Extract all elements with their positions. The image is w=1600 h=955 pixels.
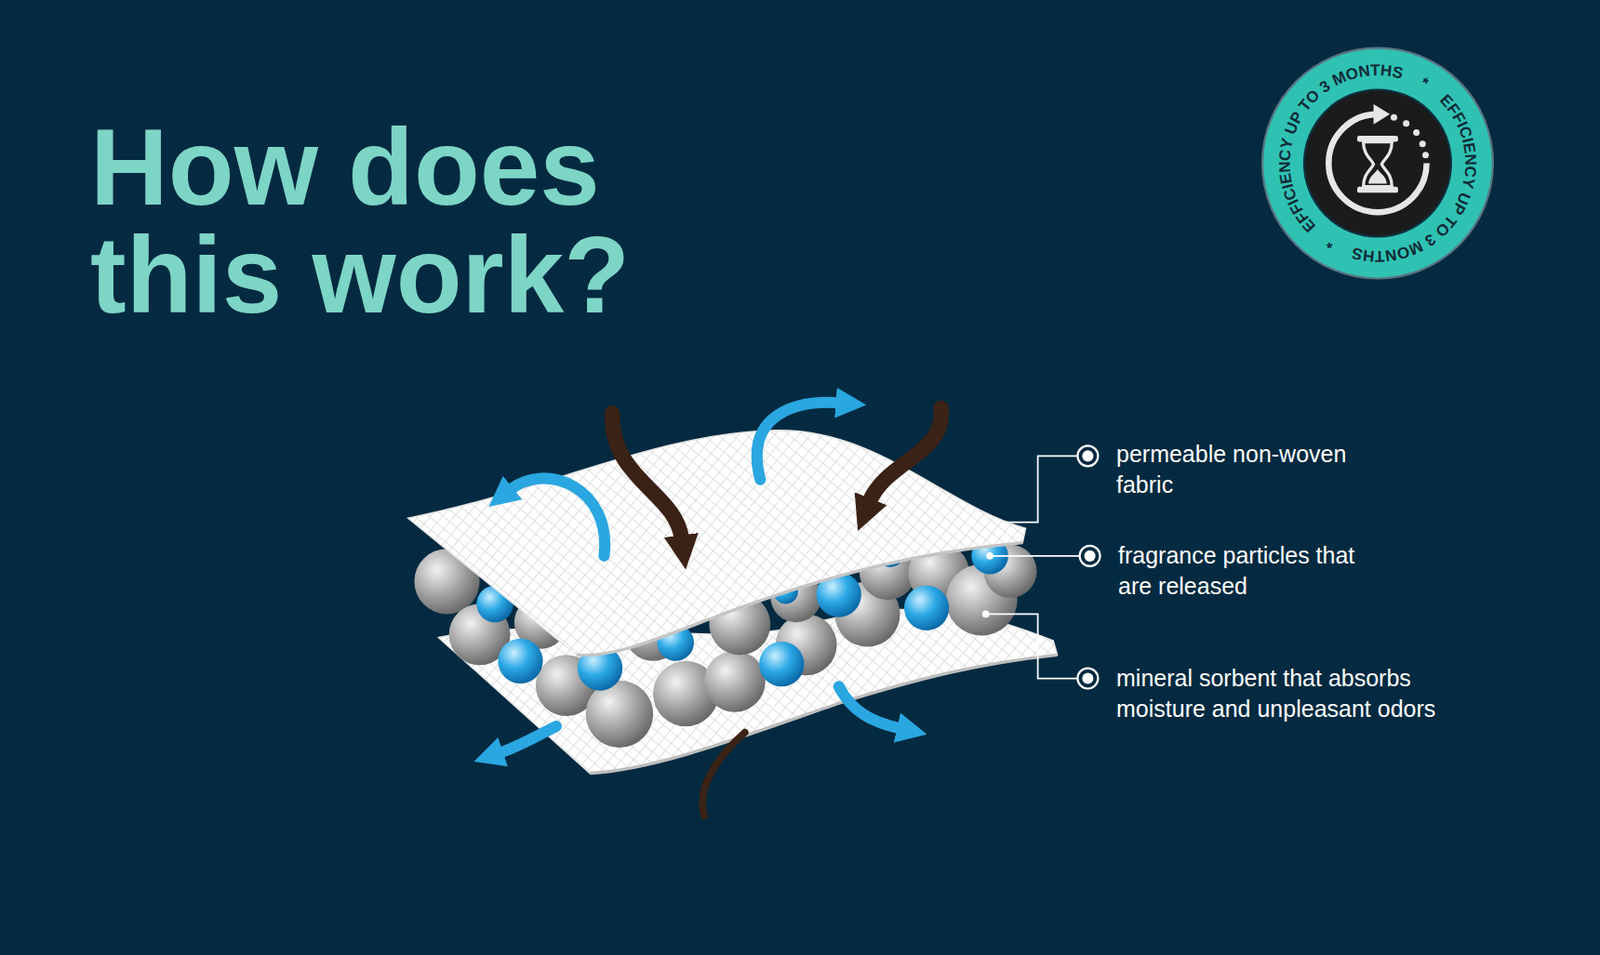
- fragrance-arrow: [757, 402, 840, 480]
- callout-label: permeable non-woven fabric: [1116, 439, 1387, 500]
- odor-arrow: [612, 413, 682, 539]
- badge-separator: *: [1323, 234, 1339, 254]
- odor-arrow-tail: [702, 733, 746, 817]
- fragrance-arrow: [510, 478, 606, 557]
- efficiency-badge: EFFICIENCY UP TO 3 MONTHS*EFFICIENCY UP …: [1261, 46, 1494, 280]
- title: How does this work?: [90, 113, 686, 330]
- badge-text: EFFICIENCY UP TO 3 MONTHS: [1275, 61, 1405, 236]
- fragrance-particle: [497, 639, 543, 684]
- badge-text: EFFICIENCY UP TO 3 MONTHS: [1349, 91, 1480, 266]
- callout-label: mineral sorbent that absorbs moisture an…: [1116, 663, 1447, 724]
- bottom-fabric-edge: [589, 654, 1057, 774]
- badge-separator: *: [1416, 73, 1432, 93]
- leader-lines: [987, 455, 1080, 679]
- top-fabric-edge: [576, 543, 1023, 656]
- fragrance-arrow: [839, 686, 901, 729]
- sorbent-ball: [704, 651, 766, 713]
- leader-markers: [982, 445, 1101, 689]
- badge-text: EFFICIENCY UP TO 3 MONTHS: [1349, 91, 1480, 266]
- fragrance-particle: [759, 641, 804, 687]
- callout-label: fragrance particles that are released: [1118, 540, 1379, 601]
- sorbent-ball: [586, 680, 654, 748]
- fragrance-arrow: [500, 726, 557, 754]
- odor-arrow: [869, 408, 942, 503]
- fragrance-particle: [904, 586, 949, 631]
- top-fabric: [408, 430, 1027, 656]
- badge-separator: *: [1323, 234, 1339, 254]
- badge-separator: *: [1416, 73, 1432, 93]
- badge-text: EFFICIENCY UP TO 3 MONTHS: [1275, 61, 1405, 236]
